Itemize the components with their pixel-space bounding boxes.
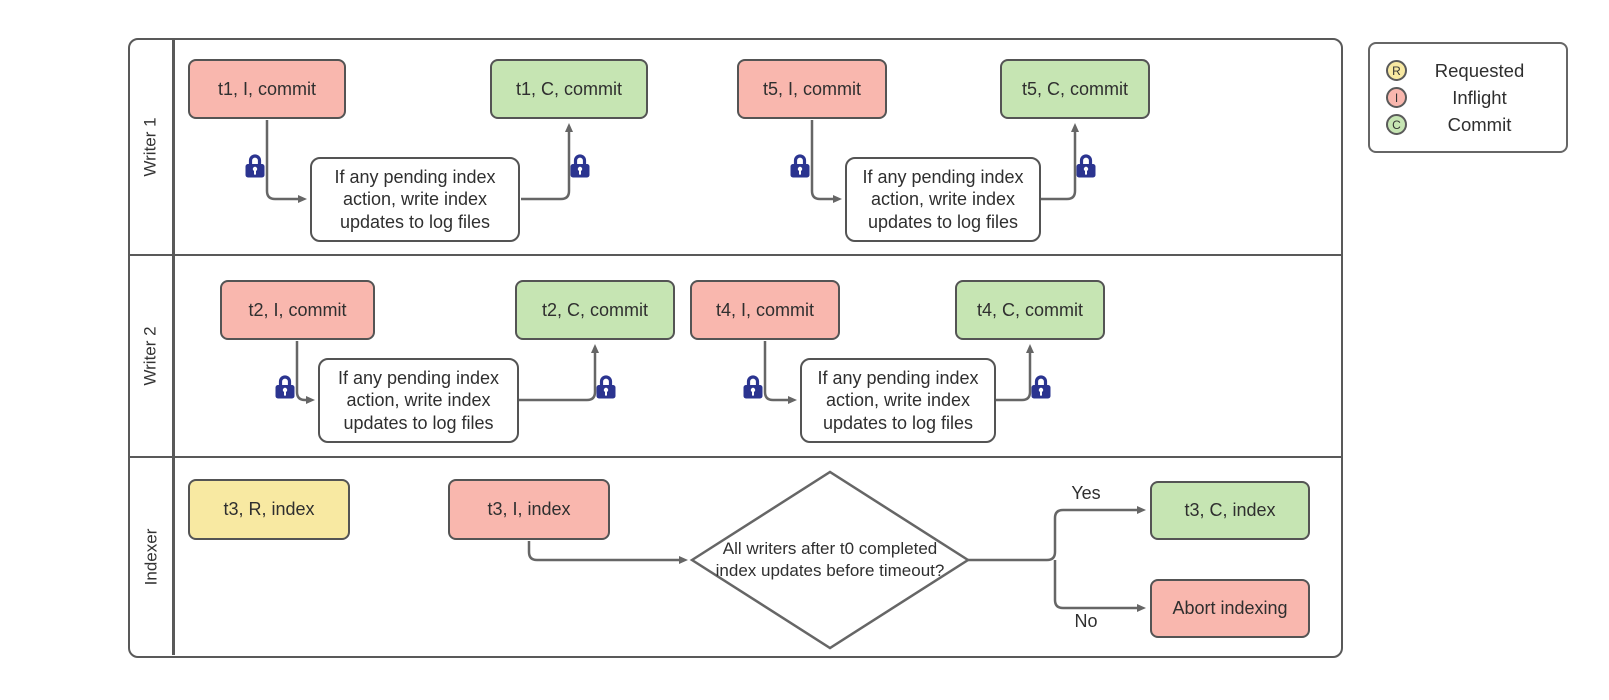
lane-writer2: Writer 2 [130,256,1341,458]
node-pending-note-1: If any pending index action, write index… [310,157,520,242]
lane-writer1: Writer 1 [130,40,1341,256]
lane-indexer: Indexer [130,458,1341,655]
node-t2-inflight: t2, I, commit [220,280,375,340]
node-t5-commit-label: t5, C, commit [1021,78,1128,99]
node-pending-note-3: If any pending index action, write index… [318,358,519,443]
node-t5-commit: t5, C, commit [1000,59,1150,119]
lock-icon [1031,375,1051,399]
lock-icon [743,375,763,399]
lane-writer1-label: Writer 1 [141,117,161,177]
node-t1-commit-label: t1, C, commit [515,78,622,99]
legend-requested-label: Requested [1434,59,1525,81]
legend-commit-label: Commit [1447,113,1512,135]
swimlane-container: Writer 1 Writer 2 Indexer [128,38,1343,658]
node-pending-note-3-label: If any pending index action, write index… [337,367,500,433]
node-t1-inflight: t1, I, commit [188,59,346,119]
inflight-state-icon: I [1386,87,1407,108]
legend-row-inflight: I Inflight [1386,87,1552,109]
node-t4-inflight: t4, I, commit [690,280,840,340]
node-pending-note-4-label: If any pending index action, write index… [817,367,979,433]
decision-label: All writers after t0 completed index upd… [715,538,945,580]
lane-writer2-header: Writer 2 [130,256,175,456]
node-t4-inflight-label: t4, I, commit [715,299,814,320]
commit-state-icon: C [1386,114,1407,135]
lane-writer1-header: Writer 1 [130,40,175,254]
edge-label-yes: Yes [1071,483,1101,503]
node-t3-inflight: t3, I, index [448,479,610,540]
lock-icon [596,375,616,399]
edge-label-no: No [1074,611,1098,631]
node-t3-requested: t3, R, index [188,479,350,540]
requested-state-icon: R [1386,60,1407,81]
lane-indexer-header: Indexer [130,458,175,655]
node-abort-indexing: Abort indexing [1150,579,1310,638]
node-t3-commit: t3, C, index [1150,481,1310,540]
legend: R Requested I Inflight C Commit [1368,42,1568,153]
node-t4-commit: t4, C, commit [955,280,1105,340]
lock-icon [275,375,295,399]
legend-row-commit: C Commit [1386,114,1552,136]
node-t3-commit-label: t3, C, index [1184,500,1276,521]
legend-row-requested: R Requested [1386,60,1552,82]
node-t5-inflight-label: t5, I, commit [762,78,861,99]
node-pending-note-2-label: If any pending index action, write index… [862,166,1024,232]
lane-writer2-label: Writer 2 [141,326,161,386]
node-pending-note-2: If any pending index action, write index… [845,157,1041,242]
node-t3-inflight-label: t3, I, index [487,499,571,520]
lock-icon [1076,154,1096,178]
node-t1-inflight-label: t1, I, commit [217,78,316,99]
lock-icon [570,154,590,178]
lock-icon [790,154,810,178]
node-t4-commit-label: t4, C, commit [976,299,1083,320]
node-t3-requested-label: t3, R, index [223,499,315,520]
lock-icon [245,154,265,178]
lane-indexer-label: Indexer [141,528,161,585]
node-t2-commit-label: t2, C, commit [541,299,648,320]
node-t2-commit: t2, C, commit [515,280,675,340]
node-abort-indexing-label: Abort indexing [1172,598,1288,619]
node-t5-inflight: t5, I, commit [737,59,887,119]
node-t2-inflight-label: t2, I, commit [248,299,347,320]
node-t1-commit: t1, C, commit [490,59,648,119]
node-pending-note-1-label: If any pending index action, write index… [334,166,496,232]
node-pending-note-4: If any pending index action, write index… [800,358,996,443]
legend-inflight-label: Inflight [1452,86,1507,108]
